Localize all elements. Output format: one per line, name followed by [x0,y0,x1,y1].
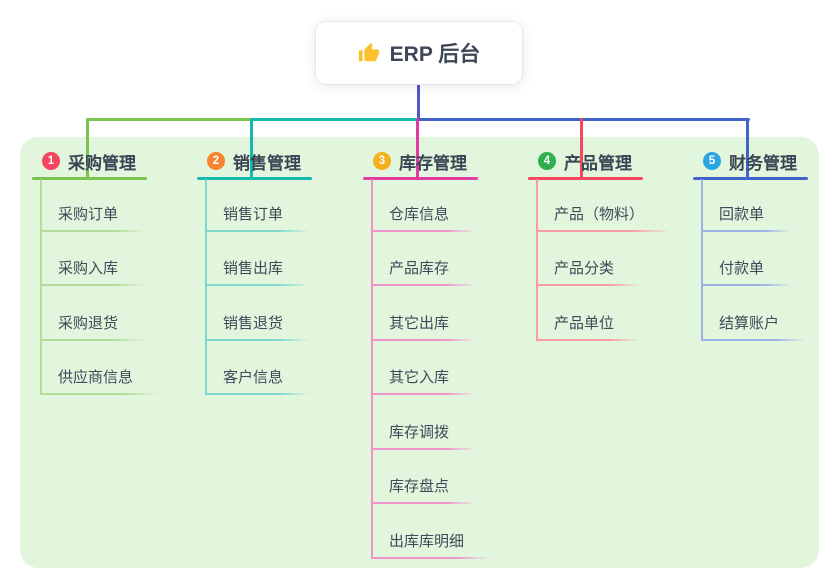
node-sales-return[interactable]: 销售退货 [205,307,311,341]
branch-badge: 4 [538,152,556,170]
node-other-outbound[interactable]: 其它出库 [371,307,477,341]
branch-label: 库存管理 [399,153,467,173]
branch-badge: 3 [373,152,391,170]
node-purchase-inbound[interactable]: 采购入库 [40,252,146,286]
branch-underline [197,177,312,180]
node-payment-order[interactable]: 付款单 [701,252,792,286]
connector-drop-finance [746,118,749,179]
node-warehouse-info[interactable]: 仓库信息 [371,198,477,232]
branch-title-finance[interactable]: 5 财务管理 [703,150,797,173]
branch-title-inventory[interactable]: 3 库存管理 [373,150,467,173]
children-connector [205,179,207,394]
branch-badge: 2 [207,152,225,170]
connector-drop-sales [250,118,253,179]
node-other-inbound[interactable]: 其它入库 [371,361,477,395]
thumbs-up-icon [358,42,380,64]
branch-underline [32,177,147,180]
root-title: ERP 后台 [389,43,481,66]
branch-underline [528,177,643,180]
branch-badge: 5 [703,152,721,170]
branch-badge: 1 [42,152,60,170]
connector-bus-finance [417,118,750,121]
branch-label: 采购管理 [68,153,136,173]
node-outbound-detail[interactable]: 出库库明细 [371,525,492,559]
connector-drop-product [580,118,583,179]
branch-underline [363,177,478,180]
node-settlement-account[interactable]: 结算账户 [701,307,807,341]
connector-bus-sales [251,118,420,121]
branch-title-purchase[interactable]: 1 采购管理 [42,150,136,173]
branch-title-product[interactable]: 4 产品管理 [538,150,632,173]
branch-title-sales[interactable]: 2 销售管理 [207,150,301,173]
node-customer-info[interactable]: 客户信息 [205,361,311,395]
branch-label: 财务管理 [729,153,797,173]
node-product-stock[interactable]: 产品库存 [371,252,477,286]
branch-label: 产品管理 [564,153,632,173]
node-supplier-info[interactable]: 供应商信息 [40,361,161,395]
children-connector [40,179,42,394]
node-sales-outbound[interactable]: 销售出库 [205,252,311,286]
connector-drop-inventory [416,118,419,179]
node-sales-order[interactable]: 销售订单 [205,198,311,232]
node-purchase-return[interactable]: 采购退货 [40,307,146,341]
node-product-material[interactable]: 产品（物料） [536,198,672,232]
connector-trunk [417,84,420,121]
node-product-category[interactable]: 产品分类 [536,252,642,286]
node-product-unit[interactable]: 产品单位 [536,307,642,341]
node-stock-transfer[interactable]: 库存调拨 [371,416,477,450]
node-collection-order[interactable]: 回款单 [701,198,792,232]
connector-drop-purchase [86,118,89,179]
node-stock-taking[interactable]: 库存盘点 [371,470,477,504]
branch-underline [693,177,808,180]
root-node[interactable]: ERP 后台 [316,22,522,84]
branch-label: 销售管理 [233,153,301,173]
node-purchase-order[interactable]: 采购订单 [40,198,146,232]
connector-bus-purchase [87,118,253,121]
